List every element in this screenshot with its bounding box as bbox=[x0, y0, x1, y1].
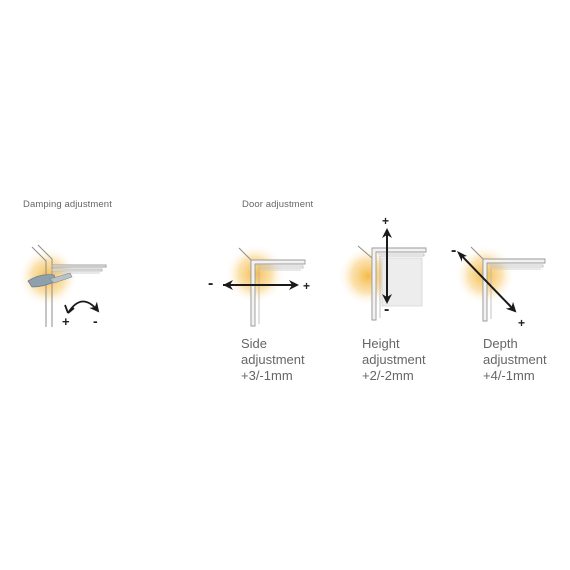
side-adjustment-label: adjustment bbox=[241, 352, 305, 367]
side-minus-sign: - bbox=[208, 275, 214, 292]
damping-adjustment-figure bbox=[18, 244, 107, 327]
depth-minus-sign: - bbox=[451, 242, 457, 259]
depth-adjustment-caption: Depth adjustment +4/-1mm bbox=[483, 336, 547, 384]
damping-section-title: Damping adjustment bbox=[23, 199, 112, 210]
side-adjustment-range: +3/-1mm bbox=[241, 368, 293, 383]
side-adjustment-caption: Side adjustment +3/-1mm bbox=[241, 336, 305, 384]
damping-plus-sign: + bbox=[62, 314, 70, 329]
side-adjustment-name: Side bbox=[241, 336, 268, 351]
rotation-arrow-icon bbox=[67, 300, 100, 314]
height-adjustment-label: adjustment bbox=[362, 352, 426, 367]
height-minus-sign: - bbox=[384, 301, 390, 318]
depth-arrow-icon bbox=[458, 252, 517, 313]
side-plus-sign: + bbox=[303, 279, 311, 293]
depth-adjustment-figure bbox=[455, 245, 546, 322]
height-plus-sign: + bbox=[382, 214, 390, 228]
height-adjustment-caption: Height adjustment +2/-2mm bbox=[362, 336, 426, 384]
door-section-title: Door adjustment bbox=[242, 199, 314, 210]
depth-adjustment-name: Depth bbox=[483, 336, 518, 351]
side-adjustment-figure bbox=[223, 244, 306, 327]
height-adjustment-figure bbox=[338, 228, 427, 321]
depth-adjustment-label: adjustment bbox=[483, 352, 547, 367]
depth-adjustment-range: +4/-1mm bbox=[483, 368, 535, 383]
height-adjustment-range: +2/-2mm bbox=[362, 368, 414, 383]
damping-minus-sign: - bbox=[93, 313, 98, 329]
depth-plus-sign: + bbox=[518, 316, 526, 330]
height-adjustment-name: Height bbox=[362, 336, 400, 351]
